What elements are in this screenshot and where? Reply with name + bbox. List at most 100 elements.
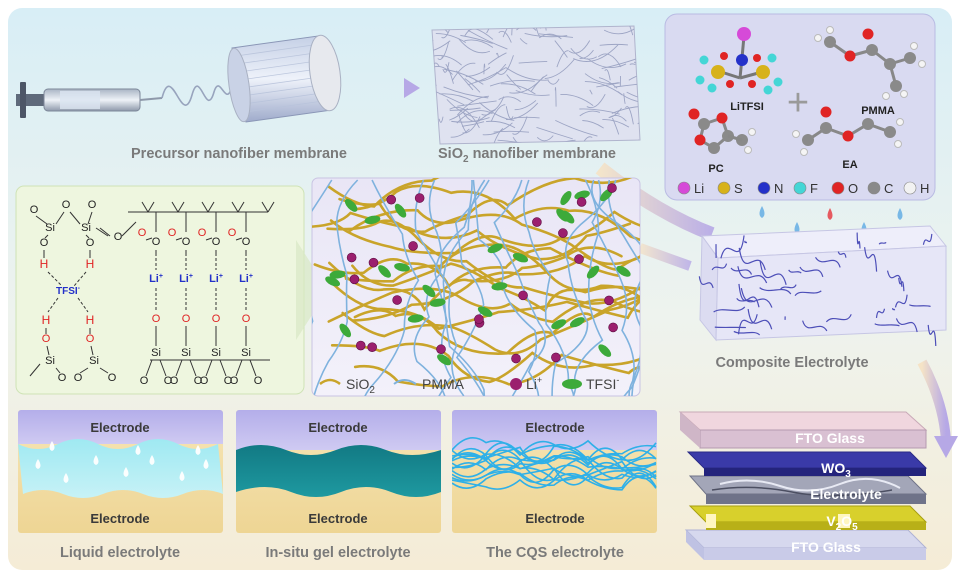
liquid-electrolyte-panel [18,410,223,533]
atom-h-swatch [903,181,917,195]
layer-electrolyte [688,475,928,504]
atom-c-label: C [884,181,893,196]
chem-atom-label: O [200,375,209,387]
chem-atom-label: Si [241,347,251,359]
gel-caption: In-situ gel electrolyte [265,545,410,561]
atom-n-swatch [757,181,771,195]
molecules-box [664,13,936,201]
carbonyl-oxygen-label: O [152,236,161,248]
chem-atom-label: O [30,204,39,216]
fto-bottom-label: FTO Glass [791,539,861,555]
fto-top-label: FTO Glass [795,430,865,446]
chem-atom-label: O [224,375,233,387]
cqs-electrolyte-panel [452,410,657,533]
ester-oxygen-label: O [228,227,237,239]
precursor-roll-icon [227,34,342,123]
carbonyl-oxygen-label: O [212,236,221,248]
cqs-bottom-electrode-label: Electrode [525,511,584,526]
chem-atom-label: O [170,375,179,387]
ester-oxygen-label: O [168,227,177,239]
pmma-molecule-label: PMMA [861,105,895,117]
chem-atom-label: O [152,313,161,325]
layer-v2o5 [688,505,928,530]
hydrogen-label: H [86,313,95,327]
ester-oxygen-label: O [114,231,123,243]
atom-li-label: Li [694,181,704,196]
fiber-network [312,178,640,396]
composite-label: Composite Electrolyte [715,355,868,371]
gel-top-electrode-label: Electrode [308,420,367,435]
liquid-caption: Liquid electrolyte [60,545,180,561]
spinning-jet [161,85,233,106]
atom-n-label: N [774,181,783,196]
chem-atom-label: O [86,333,95,345]
chem-atom-label: O [88,199,97,211]
plus-sign: + [787,82,809,124]
hydrogen-label: H [86,257,95,271]
chem-atom-label: Si [89,355,99,367]
atom-o-swatch [831,181,845,195]
pc-molecule [688,108,756,154]
chem-atom-label: O [42,333,51,345]
arrow-network-to-composite [638,243,692,271]
legend-li-swatch [510,378,522,390]
ea-molecule [792,106,904,156]
atom-o-label: O [848,181,858,196]
chem-atom-label: O [62,199,71,211]
sio2-membrane-label: SiO2 nanofiber membrane [438,146,616,165]
atom-f-swatch [793,181,807,195]
layer-fto-top [678,411,928,449]
syringe-icon [16,82,163,118]
wo3-label: WO3 [821,460,851,480]
carbonyl-oxygen-label: O [242,236,251,248]
atom-h-label: H [920,181,929,196]
v2o5-label: V2O5 [826,513,858,533]
litfsi-label: LiTFSI [730,101,764,113]
liquid-top-electrode-label: Electrode [90,420,149,435]
chem-atom-label: O [230,375,239,387]
chem-atom-label: O [194,375,203,387]
ester-oxygen-label: O [138,227,147,239]
composite-electrolyte-block [698,225,947,347]
device-stack: FTO Glass WO3 Electrolyte V2O5 FTO Glass [678,411,928,560]
chem-atom-label: O [58,372,67,384]
legend-sio2-label: SiO2 [346,376,375,396]
cqs-top-electrode-label: Electrode [525,420,584,435]
atom-f-label: F [810,181,818,196]
legend-pmma-swatch [393,379,417,385]
arrow-head-device [934,436,958,458]
legend-pmma-label: PMMA [422,376,465,392]
chem-atom-label: Si [81,222,91,234]
chem-atom-label: Si [45,355,55,367]
sio2-membrane-icon [431,25,641,145]
arrow-composite-to-device [917,359,951,441]
chem-atom-label: O [182,313,191,325]
atom-c-swatch [867,181,881,195]
chem-atom-label: Si [151,347,161,359]
chem-atom-label: O [212,313,221,325]
network-legend: SiO2 PMMA Li+ TFSI- [319,375,619,396]
pmma-molecule [814,26,926,100]
layer-fto-bottom [684,529,928,560]
carbonyl-oxygen-label: O [182,236,191,248]
liquid-bottom-electrode-label: Electrode [90,511,149,526]
tfsi-label: TFSI- [56,285,81,297]
chem-atom-label: O [40,237,49,249]
chem-atom-label: O [108,372,117,384]
legend-sio2-swatch [319,378,341,386]
chem-atom-label: Si [211,347,221,359]
litfsi-molecule [695,27,783,95]
legend-tfsi-swatch [562,379,582,389]
precursor-label: Precursor nanofiber membrane [131,146,347,162]
hydrogen-label: H [42,313,51,327]
layer-wo3 [686,451,928,476]
arrow-head-1 [404,78,420,98]
chem-atom-label: O [242,313,251,325]
atom-s-swatch [717,181,731,195]
cqs-caption: The CQS electrolyte [486,545,624,561]
electrolyte-layer-label: Electrolyte [810,486,882,502]
gel-bottom-electrode-label: Electrode [308,511,367,526]
chem-atom-label: O [140,375,149,387]
